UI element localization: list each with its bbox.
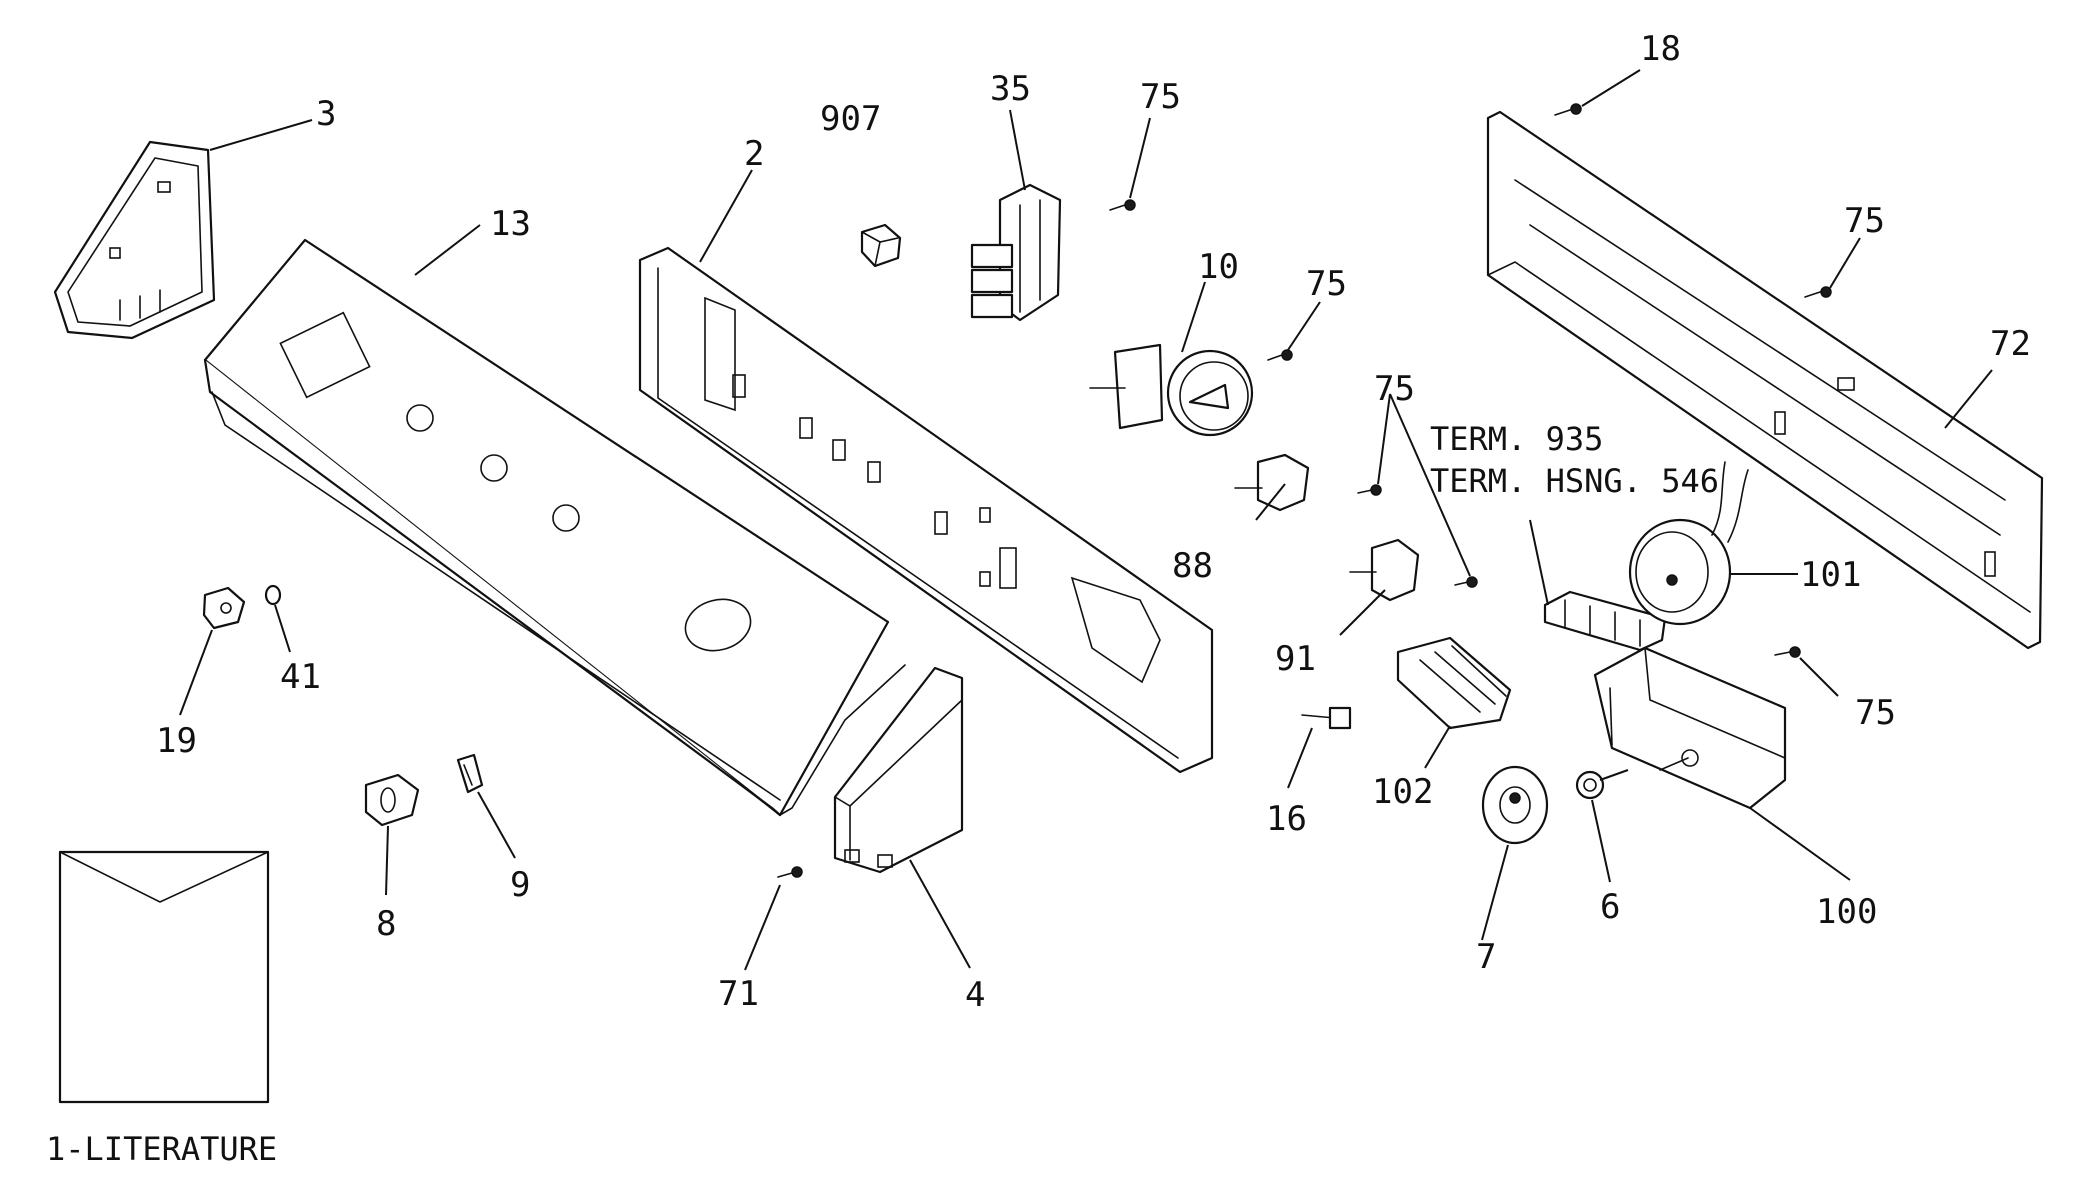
part-88-switch	[1234, 453, 1310, 512]
part-13-console-panel	[203, 238, 906, 817]
label-terminal: TERM. 935	[1430, 420, 1603, 458]
callout-8: 8	[376, 904, 396, 944]
callout-91: 91	[1275, 639, 1316, 679]
callout-10: 10	[1198, 247, 1239, 287]
leader-lines	[179, 69, 1993, 971]
callout-19: 19	[156, 721, 197, 761]
callout-75-a: 75	[1140, 77, 1181, 117]
screw-75-c	[1804, 286, 1832, 298]
part-3-end-cap	[53, 140, 216, 340]
screw-75-a	[1109, 199, 1136, 211]
callout-3: 3	[316, 94, 336, 134]
part-35-switch-assembly	[970, 183, 1062, 322]
callout-35: 35	[990, 69, 1031, 109]
literature-envelope	[58, 850, 270, 1104]
callout-18: 18	[1640, 29, 1681, 69]
label-terminal-housing: TERM. HSNG. 546	[1430, 462, 1719, 500]
part-19-button	[202, 586, 246, 630]
part-8-lens	[364, 773, 420, 827]
callout-907: 907	[820, 99, 881, 139]
callout-100: 100	[1816, 892, 1877, 932]
part-100-timer	[1593, 646, 1787, 810]
callout-2: 2	[744, 134, 764, 174]
callout-72: 72	[1990, 324, 2031, 364]
part-4-end-cap	[833, 666, 964, 874]
part-2-backing-plate	[638, 246, 1214, 774]
part-91-switch	[1349, 538, 1420, 602]
screw-75-e	[1454, 576, 1478, 588]
callout-75-e: 75	[1855, 693, 1896, 733]
screw-75-f	[1774, 646, 1801, 658]
callout-6: 6	[1600, 887, 1620, 927]
part-9-clip	[456, 753, 484, 794]
callout-71: 71	[718, 974, 759, 1014]
text-labels: TERM. 935 TERM. HSNG. 546 1-LITERATURE	[46, 420, 1719, 1168]
callout-numbers: 3 13 2 907 35 75 10 75 18 75 72 75 88 91…	[156, 29, 2031, 1015]
callout-41: 41	[280, 657, 321, 697]
screw-18	[1554, 103, 1582, 116]
part-10-timer-motor	[1089, 343, 1254, 437]
part-7-knob	[1481, 765, 1549, 845]
screw-71	[777, 866, 803, 878]
screw-75-b	[1267, 349, 1293, 361]
callout-4: 4	[965, 975, 985, 1015]
part-546-terminal-housing	[1543, 590, 1667, 652]
callout-75-b: 75	[1306, 264, 1347, 304]
part-72-rear-panel	[1486, 110, 2044, 650]
part-6-nut	[1575, 770, 1605, 800]
callout-75-c: 75	[1844, 201, 1885, 241]
part-16-pin	[1301, 706, 1352, 730]
part-101-motor	[1628, 461, 1749, 626]
screw-75-d	[1357, 484, 1382, 496]
callout-101: 101	[1800, 555, 1861, 595]
part-41-spring	[264, 584, 282, 606]
callout-16: 16	[1266, 799, 1307, 839]
part-102-terminal-block	[1396, 636, 1512, 730]
screw-parts	[777, 103, 1832, 878]
callout-13: 13	[490, 204, 531, 244]
callout-102: 102	[1372, 772, 1433, 812]
label-literature: 1-LITERATURE	[46, 1130, 277, 1168]
part-907-block	[860, 223, 902, 268]
callout-7: 7	[1476, 937, 1496, 977]
callout-9: 9	[510, 865, 530, 905]
callout-88: 88	[1172, 546, 1213, 586]
callout-75-d: 75	[1374, 369, 1415, 409]
